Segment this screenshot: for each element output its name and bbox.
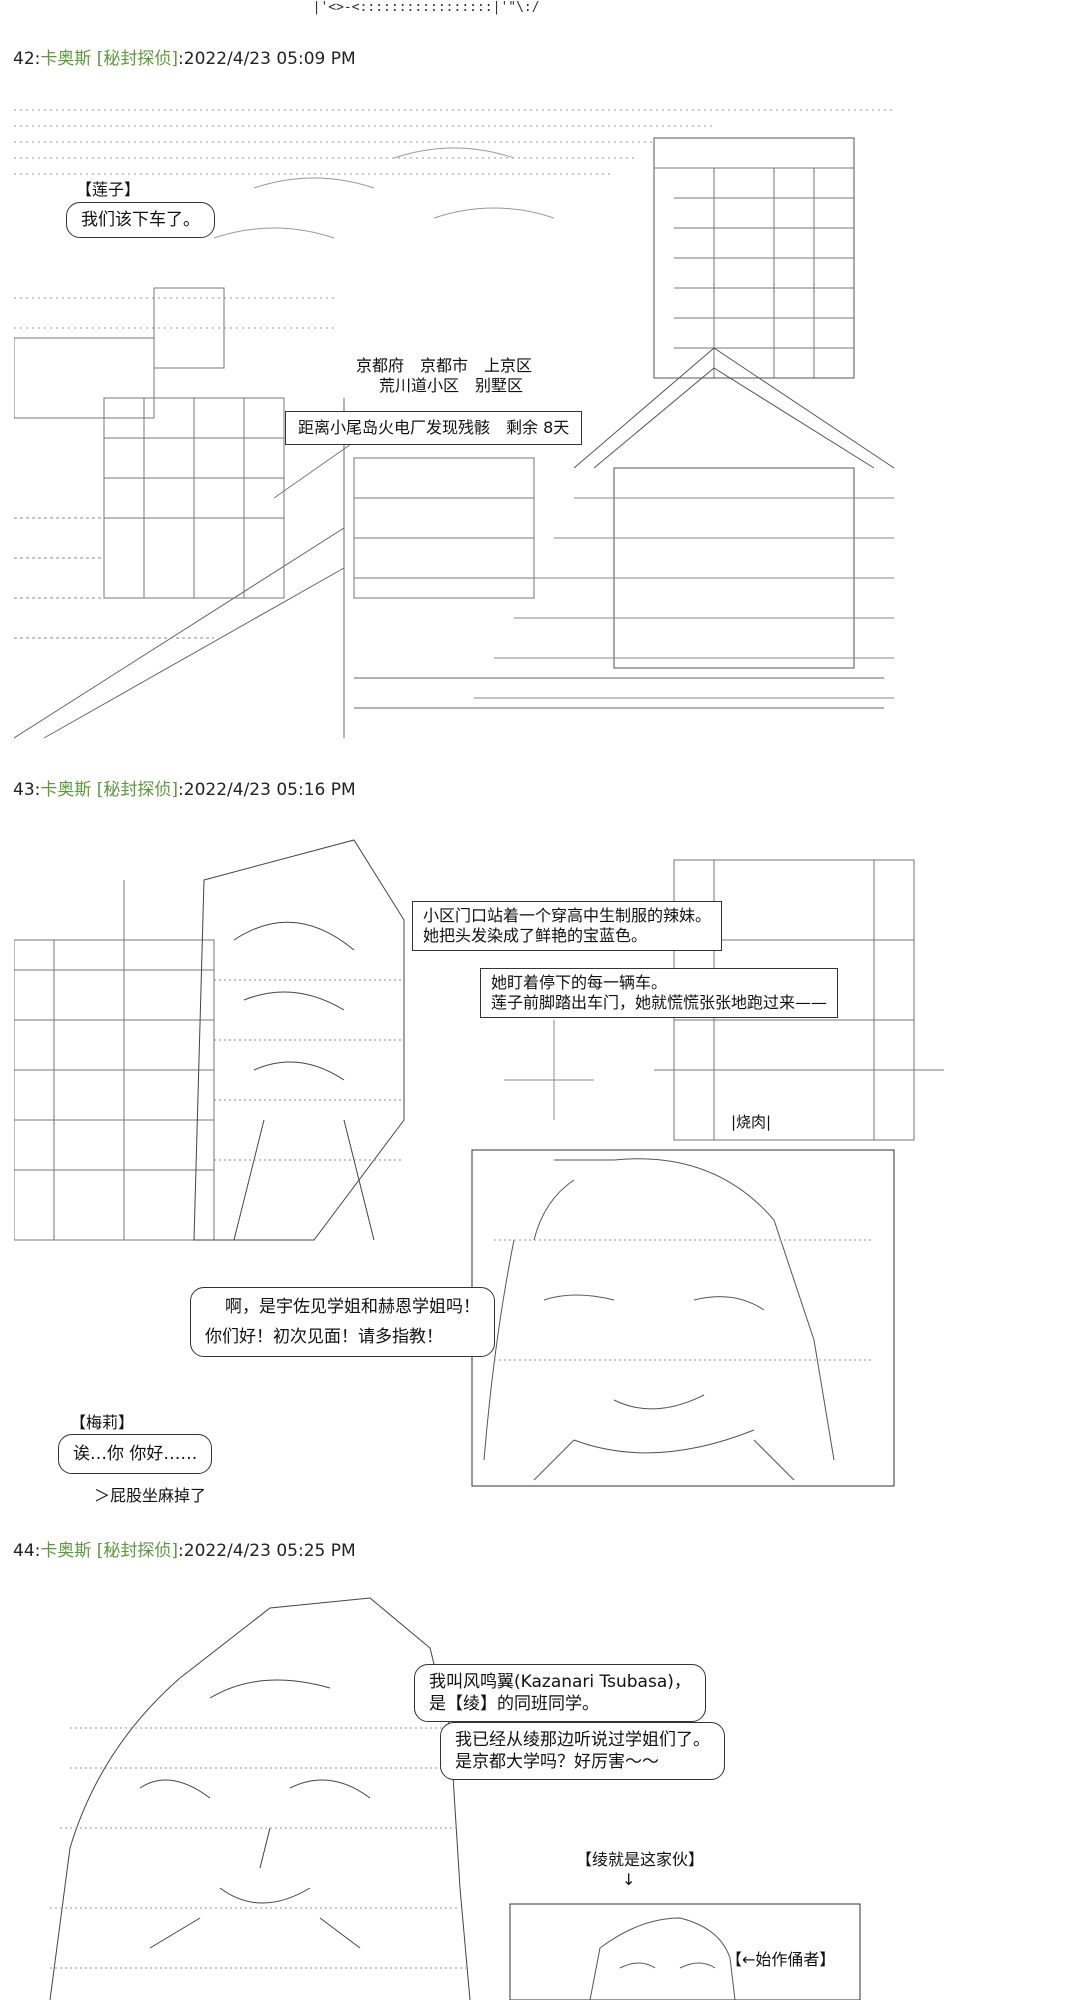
speech-line: 是京都大学吗？好厉害～～ <box>455 1752 659 1772</box>
speech-line: 啊，是宇佐见学姐和赫恩学姐吗！ <box>225 1297 480 1317</box>
post-number: 42: <box>13 49 41 69</box>
post-date: :2022/4/23 05:09 PM <box>178 49 356 69</box>
speech-line: 你们好！初次见面！请多指教！ <box>205 1327 443 1347</box>
speech-line: 是【绫】的同班同学。 <box>429 1694 599 1714</box>
tsubasa-speech-bubble: 我已经从绫那边听说过学姐们了。 是京都大学吗？好厉害～～ <box>440 1722 725 1780</box>
speech-line: 我已经从绫那边听说过学姐们了。 <box>455 1730 710 1750</box>
speech-line: 诶…你 你好…… <box>73 1444 198 1464</box>
post-number: 43: <box>13 780 41 800</box>
narration-line: 她盯着停下的每一辆车。 <box>491 973 668 992</box>
tsubasa-intro-bubble: 我叫风鸣翼(Kazanari Tsubasa)， 是【绫】的同班同学。 <box>414 1664 706 1722</box>
tsubasa-ascii-art <box>30 1588 870 2000</box>
maribel-note: ＞屁股坐麻掉了 <box>94 1486 207 1505</box>
renko-speech-bubble: 我们该下车了。 <box>66 202 215 238</box>
sign-line-1: 京都府 京都市 上京区 <box>356 356 533 375</box>
narration-line: 小区门口站着一个穿高中生制服的辣妹。 <box>423 906 712 925</box>
post-header: 42:卡奥斯 [秘封探侦]:2022/4/23 05:09 PM <box>13 44 356 69</box>
shop-sign: |烧肉| <box>731 1113 772 1131</box>
caption-text: 距离小尾岛火电厂发现残骸 剩余 8天 <box>298 418 570 437</box>
countdown-caption: 距离小尾岛火电厂发现残骸 剩余 8天 <box>285 411 583 445</box>
post-header: 44:卡奥斯 [秘封探侦]:2022/4/23 05:25 PM <box>13 1536 356 1561</box>
speaker-label-maribel: 【梅莉】 <box>70 1413 135 1432</box>
post-number: 44: <box>13 1541 41 1561</box>
narration-line: 她把头发染成了鲜艳的宝蓝色。 <box>423 926 648 945</box>
sign-line-2: 荒川道小区 别墅区 <box>379 376 524 395</box>
speaker-label-renko: 【莲子】 <box>76 180 141 199</box>
maribel-speech-bubble: 诶…你 你好…… <box>58 1434 213 1474</box>
narration-line: 莲子前脚踏出车门，她就慌慌张张地跑过来—— <box>491 993 828 1012</box>
post-author[interactable]: 卡奥斯 [秘封探侦] <box>40 49 179 69</box>
speech-line: 我叫风鸣翼(Kazanari Tsubasa)， <box>429 1672 691 1692</box>
girl-speech-bubble: 啊，是宇佐见学姐和赫恩学姐吗！ 你们好！初次见面！请多指教！ <box>190 1287 495 1357</box>
district-sign: 京都府 京都市 上京区 荒川道小区 别墅区 <box>346 352 542 400</box>
post-date: :2022/4/23 05:16 PM <box>178 780 356 800</box>
post-header: 43:卡奥斯 [秘封探侦]:2022/4/23 05:16 PM <box>13 775 356 800</box>
narration-box-2: 她盯着停下的每一辆车。 莲子前脚踏出车门，她就慌慌张张地跑过来—— <box>480 968 839 1018</box>
post-date: :2022/4/23 05:25 PM <box>178 1541 356 1561</box>
narration-box-1: 小区门口站着一个穿高中生制服的辣妹。 她把头发染成了鲜艳的宝蓝色。 <box>412 901 723 951</box>
top-ascii-fragment: |'<>-<:::::::::::::::::|'"\:/ <box>250 0 540 15</box>
author-note: 【←始作俑者】 <box>726 1950 836 1969</box>
post-author[interactable]: 卡奥斯 [秘封探侦] <box>40 780 179 800</box>
aya-arrow: ↓ <box>622 1870 636 1889</box>
post-author[interactable]: 卡奥斯 [秘封探侦] <box>40 1541 179 1561</box>
speech-text: 我们该下车了。 <box>81 210 200 230</box>
aya-label: 【绫就是这家伙】 <box>576 1850 705 1869</box>
